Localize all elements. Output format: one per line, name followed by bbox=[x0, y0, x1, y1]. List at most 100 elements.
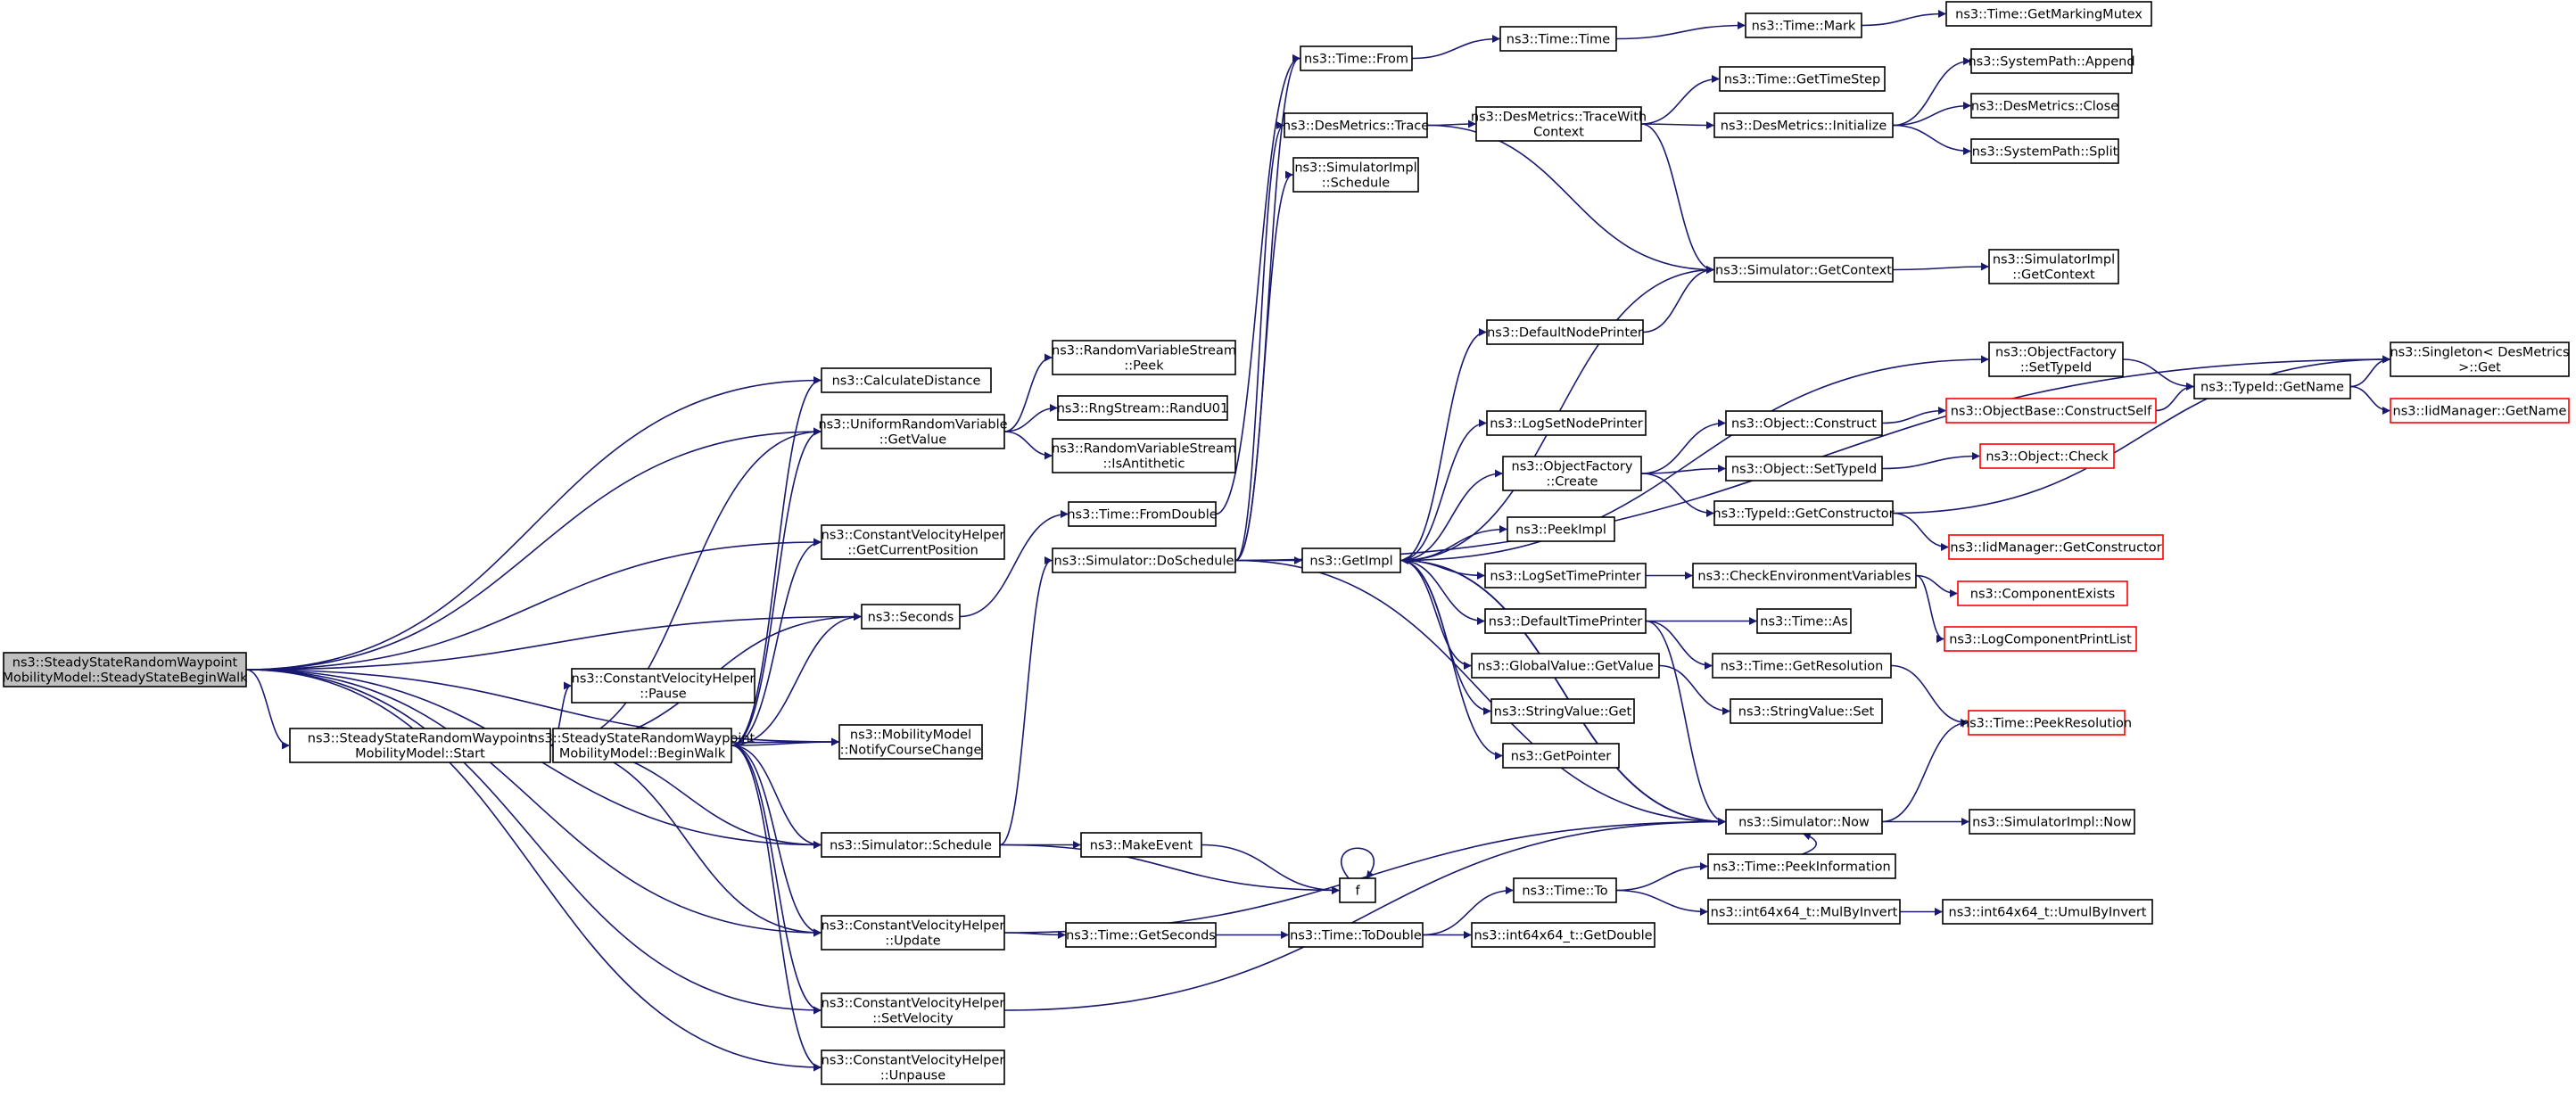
node-timegetseconds[interactable]: ns3::Time::GetSeconds bbox=[1065, 922, 1217, 948]
node-rvspeek[interactable]: ns3::RandomVariableStream::Peek bbox=[1052, 340, 1236, 375]
node-box bbox=[821, 1049, 1005, 1085]
node-deftimeprinter[interactable]: ns3::DefaultTimePrinter bbox=[1484, 608, 1647, 634]
node-randu01[interactable]: ns3::RngStream::RandU01 bbox=[1057, 395, 1229, 421]
node-box bbox=[1471, 653, 1660, 679]
node-seconds[interactable]: ns3::Seconds bbox=[861, 604, 961, 630]
node-cvhpause[interactable]: ns3::ConstantVelocityHelper::Pause bbox=[571, 668, 755, 704]
node-timemark[interactable]: ns3::Time::Mark bbox=[1745, 12, 1862, 38]
node-cvhunpause[interactable]: ns3::ConstantVelocityHelper::Unpause bbox=[821, 1049, 1005, 1085]
edge-objbaseconstructself-to-typeidgetname bbox=[2155, 383, 2194, 412]
node-ofsettypeid[interactable]: ns3::ObjectFactory::SetTypeId bbox=[1988, 342, 2124, 377]
node-mmnotify[interactable]: ns3::MobilityModel::NotifyCourseChange bbox=[838, 724, 983, 760]
node-label: ns3::StringValue::Set bbox=[1738, 705, 1875, 720]
node-timeas[interactable]: ns3::Time::As bbox=[1756, 608, 1852, 634]
node-start[interactable]: ns3::SteadyStateRandomWaypointMobilityMo… bbox=[289, 728, 551, 763]
node-box bbox=[1486, 319, 1644, 345]
node-logsetnodeprinter[interactable]: ns3::LogSetNodePrinter bbox=[1486, 410, 1647, 436]
node-box bbox=[1945, 1, 2152, 27]
node-svset[interactable]: ns3::StringValue::Set bbox=[1730, 698, 1883, 724]
node-timetodouble[interactable]: ns3::Time::ToDouble bbox=[1288, 922, 1424, 948]
node-dmtrace[interactable]: ns3::DesMetrics::Trace bbox=[1283, 112, 1429, 138]
node-spsplit[interactable]: ns3::SystemPath::Split bbox=[1970, 138, 2119, 164]
node-objsettypeid[interactable]: ns3::Object::SetTypeId bbox=[1725, 456, 1883, 482]
node-timefrom[interactable]: ns3::Time::From bbox=[1300, 45, 1413, 71]
node-label: ns3::DefaultTimePrinter bbox=[1489, 615, 1642, 630]
node-objcheck[interactable]: ns3::Object::Check bbox=[1979, 443, 2115, 469]
node-beginwalk[interactable]: ns3::SteadyStateRandomWaypointMobilityMo… bbox=[530, 728, 755, 763]
node-timeto[interactable]: ns3::Time::To bbox=[1513, 877, 1617, 903]
node-timefromdouble[interactable]: ns3::Time::FromDouble bbox=[1067, 501, 1218, 527]
node-peekimpl[interactable]: ns3::PeekImpl bbox=[1507, 516, 1615, 542]
node-getpointer[interactable]: ns3::GetPointer bbox=[1502, 743, 1620, 769]
node-label: ns3::CalculateDistance bbox=[832, 375, 981, 389]
node-simdoschedule[interactable]: ns3::Simulator::DoSchedule bbox=[1052, 547, 1236, 573]
node-urvget[interactable]: ns3::UniformRandomVariable::GetValue bbox=[818, 414, 1008, 449]
node-typeidgetctor[interactable]: ns3::TypeId::GetConstructor bbox=[1713, 500, 1895, 526]
node-rvsanti[interactable]: ns3::RandomVariableStream::IsAntithetic bbox=[1052, 438, 1236, 473]
node-label: ns3::DesMetrics::Initialize bbox=[1721, 119, 1887, 134]
node-singletonget[interactable]: ns3::Singleton< DesMetrics >::Get bbox=[2390, 342, 2570, 377]
edge-beginwalk-to-calcdist bbox=[731, 376, 822, 746]
node-makeevent[interactable]: ns3::MakeEvent bbox=[1080, 832, 1202, 858]
node-typeidgetname[interactable]: ns3::TypeId::GetName bbox=[2193, 374, 2351, 399]
node-i64getdouble[interactable]: ns3::int64x64_t::GetDouble bbox=[1471, 922, 1655, 948]
node-timegetres[interactable]: ns3::Time::GetResolution bbox=[1712, 653, 1892, 679]
node-timetime[interactable]: ns3::Time::Time bbox=[1499, 26, 1617, 52]
node-box bbox=[1475, 106, 1642, 142]
node-timepeekinfo[interactable]: ns3::Time::PeekInformation bbox=[1707, 853, 1896, 879]
node-ofcreate[interactable]: ns3::ObjectFactory::Create bbox=[1502, 456, 1642, 491]
node-box bbox=[1499, 26, 1617, 52]
node-simgetcontext[interactable]: ns3::Simulator::GetContext bbox=[1713, 257, 1894, 283]
node-calcdist[interactable]: ns3::CalculateDistance bbox=[821, 367, 992, 393]
node-box bbox=[1979, 443, 2115, 469]
node-box bbox=[1707, 853, 1896, 879]
node-f[interactable]: f bbox=[1339, 877, 1376, 903]
node-objconstruct[interactable]: ns3::Object::Construct bbox=[1725, 410, 1883, 436]
node-checkenv[interactable]: ns3::CheckEnvironmentVariables bbox=[1692, 563, 1917, 589]
edge-typeidgetname-to-iidmgrgetname bbox=[2349, 385, 2390, 415]
node-svget[interactable]: ns3::StringValue::Get bbox=[1490, 698, 1635, 724]
edge-dminit-to-dmclose bbox=[1892, 102, 1971, 127]
node-simimplnow[interactable]: ns3::SimulatorImpl::Now bbox=[1969, 809, 2135, 835]
node-iidmgrgetctor[interactable]: ns3::IidManager::GetConstructor bbox=[1948, 534, 2164, 560]
node-label: f bbox=[1355, 885, 1360, 899]
node-timegetstep[interactable]: ns3::Time::GetTimeStep bbox=[1719, 66, 1886, 92]
node-label: ns3::DesMetrics::TraceWith bbox=[1471, 111, 1647, 125]
node-label: ::SetTypeId bbox=[2020, 361, 2092, 375]
node-simimplgetctx[interactable]: ns3::SimulatorImpl::GetContext bbox=[1988, 249, 2119, 284]
node-objbaseconstructself[interactable]: ns3::ObjectBase::ConstructSelf bbox=[1945, 398, 2157, 424]
node-i64umulbyinv[interactable]: ns3::int64x64_t::UmulByInvert bbox=[1942, 899, 2153, 925]
node-simimplschedule[interactable]: ns3::SimulatorImpl::Schedule bbox=[1292, 157, 1419, 193]
edge-dmtracewith-to-dminit bbox=[1640, 120, 1714, 129]
node-i64mulbyinv[interactable]: ns3::int64x64_t::MulByInvert bbox=[1707, 899, 1901, 925]
node-gvgetvalue[interactable]: ns3::GlobalValue::GetValue bbox=[1471, 653, 1660, 679]
node-label: ns3::ConstantVelocityHelper bbox=[822, 997, 1005, 1011]
node-logsettimeprinter[interactable]: ns3::LogSetTimePrinter bbox=[1484, 563, 1647, 589]
node-simnow[interactable]: ns3::Simulator::Now bbox=[1725, 809, 1883, 835]
node-spappend[interactable]: ns3::SystemPath::Append bbox=[1968, 48, 2135, 74]
edge-simdoschedule-to-dmtrace bbox=[1234, 121, 1284, 562]
node-getimpl[interactable]: ns3::GetImpl bbox=[1301, 547, 1401, 573]
edge-dmtracewith-to-simgetcontext bbox=[1640, 123, 1714, 274]
node-simschedule[interactable]: ns3::Simulator::Schedule bbox=[821, 832, 1001, 858]
node-logcompprint[interactable]: ns3::LogComponentPrintList bbox=[1944, 626, 2137, 652]
node-defnodeprinter[interactable]: ns3::DefaultNodePrinter bbox=[1486, 319, 1644, 345]
node-label: ns3::int64x64_t::GetDouble bbox=[1474, 929, 1652, 943]
node-timegetmutex[interactable]: ns3::Time::GetMarkingMutex bbox=[1945, 1, 2152, 27]
node-label: ns3::Time::From bbox=[1304, 53, 1408, 67]
node-dminit[interactable]: ns3::DesMetrics::Initialize bbox=[1713, 112, 1894, 138]
node-cvhupdate[interactable]: ns3::ConstantVelocityHelper::Update bbox=[821, 915, 1005, 951]
node-iidmgrgetname[interactable]: ns3::IidManager::GetName bbox=[2390, 398, 2570, 424]
edge-simnow-to-timepeekres bbox=[1881, 719, 1969, 823]
node-cvhgetpos[interactable]: ns3::ConstantVelocityHelper::GetCurrentP… bbox=[821, 524, 1005, 560]
node-compexists[interactable]: ns3::ComponentExists bbox=[1957, 580, 2128, 606]
node-timepeekres[interactable]: ns3::Time::PeekResolution bbox=[1961, 710, 2132, 736]
node-cvhsetvel[interactable]: ns3::ConstantVelocityHelper::SetVelocity bbox=[821, 992, 1005, 1028]
edge-simgetcontext-to-simimplgetctx bbox=[1892, 262, 1989, 271]
node-label: ::NotifyCourseChange bbox=[840, 744, 982, 758]
node-dmclose[interactable]: ns3::DesMetrics::Close bbox=[1970, 93, 2119, 119]
node-root[interactable]: ns3::SteadyStateRandomWaypointMobilityMo… bbox=[2, 652, 248, 687]
node-box bbox=[1300, 45, 1413, 71]
node-label: ns3::TypeId::GetConstructor bbox=[1713, 507, 1894, 522]
